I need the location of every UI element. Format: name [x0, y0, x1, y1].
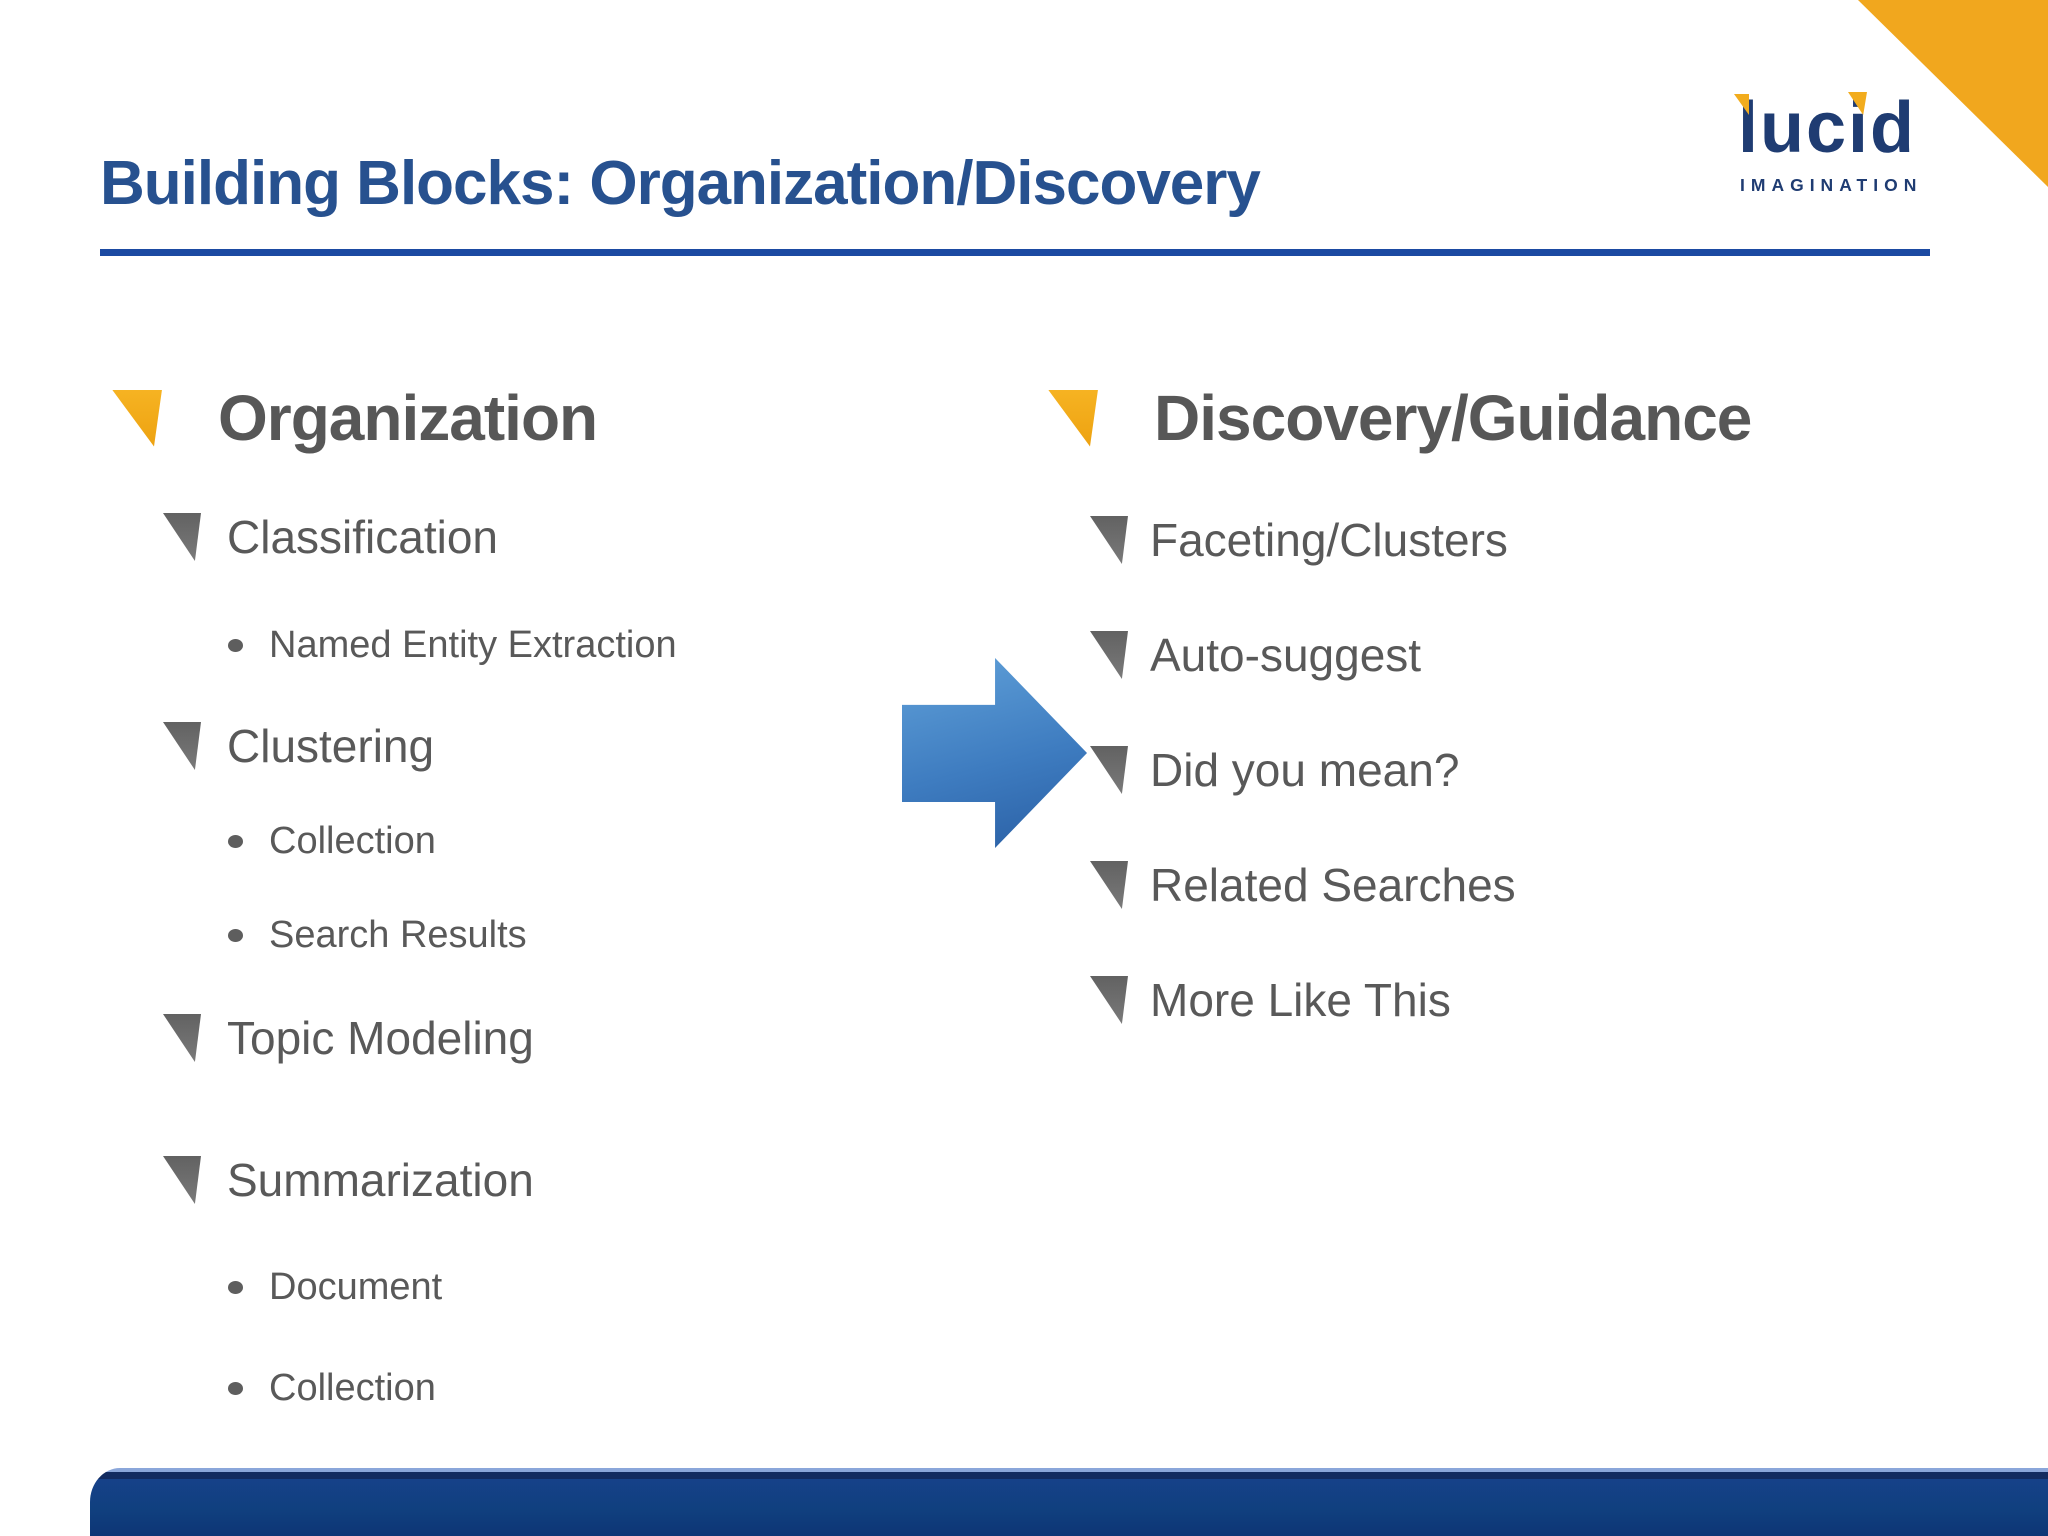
list-item-label: Did you mean?: [1150, 744, 1460, 796]
list-item-label: Clustering: [227, 720, 435, 772]
gray-triangle-bullet-icon: [1090, 746, 1128, 794]
list-item: Related Searches: [1090, 855, 1516, 915]
list-item: Topic Modeling: [163, 1008, 534, 1068]
list-item-label: Search Results: [269, 913, 527, 956]
gold-triangle-bullet-icon: [1048, 389, 1098, 447]
gray-triangle-bullet-icon: [163, 1156, 201, 1204]
list-item: Collection: [228, 1363, 436, 1413]
column-heading-discovery-guidance: Discovery/Guidance: [1048, 381, 1752, 455]
dot-bullet-icon: [228, 834, 243, 848]
gray-triangle-bullet-icon: [163, 513, 201, 561]
list-item: Faceting/Clusters: [1090, 510, 1508, 570]
list-item: Clustering: [163, 716, 434, 776]
list-item: Named Entity Extraction: [228, 620, 677, 670]
logo-text: lucid: [1738, 88, 1917, 168]
list-item-label: Document: [269, 1265, 443, 1308]
heading-label: Discovery/Guidance: [1154, 382, 1752, 454]
list-item: Search Results: [228, 910, 527, 960]
gold-triangle-bullet-icon: [112, 389, 162, 447]
list-item-label: Auto-suggest: [1150, 629, 1422, 681]
list-item: Did you mean?: [1090, 740, 1459, 800]
dot-bullet-icon: [228, 1381, 243, 1395]
footer-bar: [90, 1468, 2048, 1536]
list-item: Classification: [163, 507, 498, 567]
list-item-label: Related Searches: [1150, 859, 1516, 911]
gray-triangle-bullet-icon: [1090, 976, 1128, 1024]
right-arrow-icon: [902, 658, 1087, 848]
list-item-label: Faceting/Clusters: [1150, 514, 1508, 566]
title-underline: [100, 249, 1930, 256]
list-item-label: Summarization: [227, 1154, 534, 1206]
column-heading-organization: Organization: [112, 381, 598, 455]
gray-triangle-bullet-icon: [1090, 861, 1128, 909]
list-item: Document: [228, 1262, 442, 1312]
dot-bullet-icon: [228, 638, 243, 652]
list-item-label: Classification: [227, 511, 498, 563]
list-item-label: More Like This: [1150, 974, 1451, 1026]
list-item: Summarization: [163, 1150, 534, 1210]
list-item: More Like This: [1090, 970, 1451, 1030]
lucid-logo: lucid IMAGINATION: [1734, 92, 1948, 196]
gray-triangle-bullet-icon: [163, 722, 201, 770]
list-item-label: Collection: [269, 1366, 436, 1409]
list-item-label: Named Entity Extraction: [269, 623, 677, 666]
logo-wordmark: lucid: [1734, 92, 1948, 164]
list-item-label: Collection: [269, 819, 436, 862]
gray-triangle-bullet-icon: [1090, 516, 1128, 564]
list-item: Collection: [228, 816, 436, 866]
dot-bullet-icon: [228, 1280, 243, 1294]
page-title: Building Blocks: Organization/Discovery: [100, 149, 1261, 218]
logo-tagline: IMAGINATION: [1740, 175, 1923, 195]
list-item-label: Topic Modeling: [227, 1012, 534, 1064]
heading-label: Organization: [218, 382, 598, 454]
list-item: Auto-suggest: [1090, 625, 1421, 685]
gray-triangle-bullet-icon: [1090, 631, 1128, 679]
gray-triangle-bullet-icon: [163, 1014, 201, 1062]
dot-bullet-icon: [228, 928, 243, 942]
